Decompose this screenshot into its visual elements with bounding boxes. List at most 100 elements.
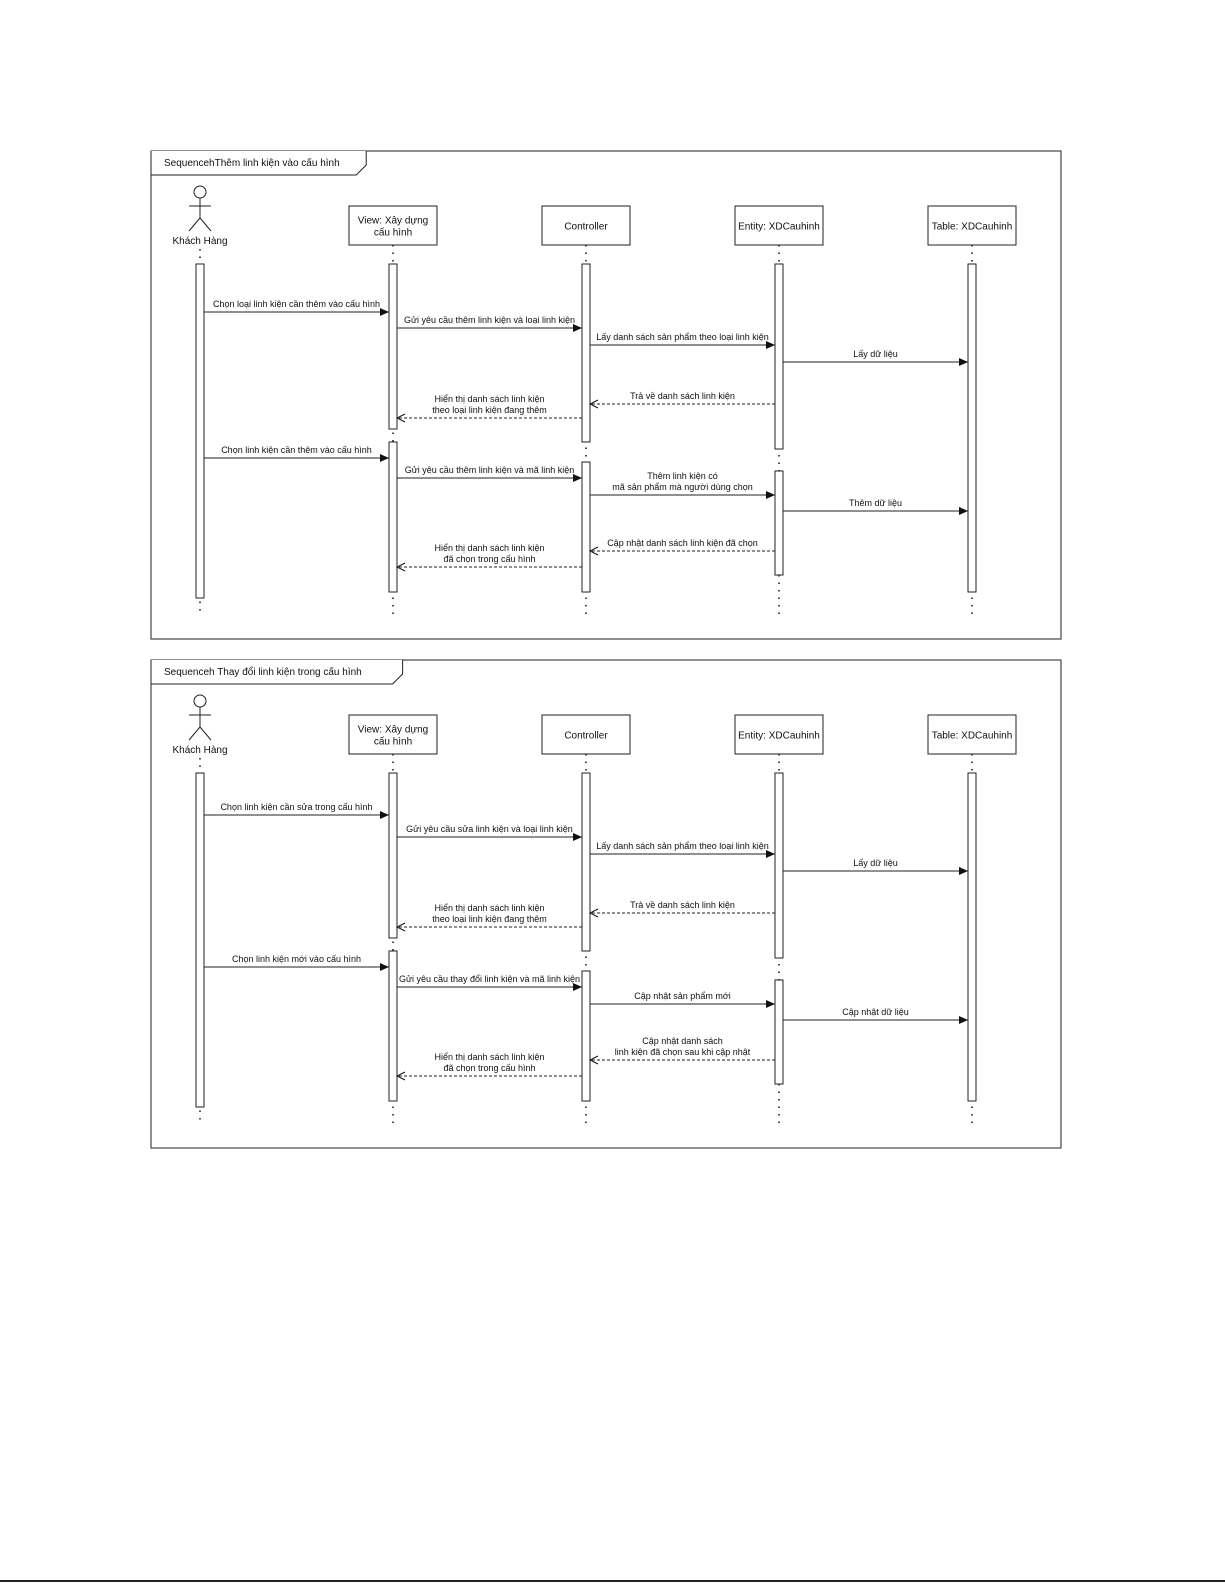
diagram-title: SequencehThêm linh kiện vào cấu hình: [164, 157, 340, 169]
message-label: Gửi yêu cầu thêm linh kiện và mã linh ki…: [405, 465, 575, 475]
message-5: Trả về danh sách linh kiện: [590, 900, 775, 913]
message-label: Trả về danh sách linh kiện: [630, 391, 735, 401]
message-label: Trả về danh sách linh kiện: [630, 900, 735, 910]
message-11: Cập nhật danh sách linh kiện đã chọn: [590, 538, 775, 551]
message-7: Chọn linh kiện mới vào cấu hình: [204, 954, 389, 971]
message-3: Lấy danh sách sản phẩm theo loại linh ki…: [590, 841, 775, 858]
participant-ctrl: Controller: [541, 714, 631, 1125]
message-label: theo loại linh kiện đang thêm: [432, 405, 547, 415]
participant-ctrl: Controller: [541, 205, 631, 616]
message-5: Trả về danh sách linh kiện: [590, 391, 775, 404]
participant-label: Entity: XDCauhinh: [738, 222, 820, 233]
frame-title-tab: [150, 660, 404, 685]
message-8: Gửi yêu cầu thay đổi linh kiện và mã lin…: [397, 974, 582, 991]
diagram-frame: [150, 150, 1062, 640]
message-label: Hiển thị danh sách linh kiện: [434, 1052, 544, 1062]
actor-leg-left: [188, 217, 201, 232]
actor-head: [193, 694, 207, 708]
message-label: đã chọn trong cấu hình: [443, 1063, 535, 1073]
participant-box: [734, 714, 824, 755]
participant-label: Controller: [564, 222, 608, 233]
message-label: Cập nhật sản phẩm mới: [634, 991, 730, 1001]
message-label: Hiển thị danh sách linh kiện: [434, 543, 544, 553]
message-label: Chọn linh kiện mới vào cấu hình: [232, 954, 361, 964]
participant-label: cấu hình: [374, 736, 412, 748]
page-bottom-rule: [0, 1580, 1225, 1582]
message-label: Thêm dữ liệu: [849, 498, 902, 508]
activation-bar: [388, 263, 398, 430]
message-label: Lấy dữ liệu: [853, 349, 898, 359]
message-label: Gửi yêu cầu thay đổi linh kiện và mã lin…: [399, 974, 580, 984]
participant-label: cấu hình: [374, 227, 412, 239]
participant-label: Khách Hàng: [172, 236, 227, 247]
message-label: Lấy dữ liệu: [853, 858, 898, 868]
message-10: Thêm dữ liệu: [783, 498, 968, 515]
participant-box: [927, 205, 1017, 246]
message-label: Gửi yêu cầu sửa linh kiện và loại linh k…: [406, 824, 573, 834]
message-label: đã chọn trong cấu hình: [443, 554, 535, 564]
sequence-diagram-1: SequencehThêm linh kiện vào cấu hìnhKhác…: [150, 150, 1062, 640]
participant-kh: Khách Hàng: [172, 694, 228, 1125]
activation-bar: [774, 979, 784, 1085]
activation-bar: [388, 441, 398, 593]
message-label: mã sản phẩm mà người dùng chọn: [612, 482, 753, 492]
activation-bar: [388, 772, 398, 939]
message-label: Thêm linh kiện có: [647, 471, 718, 481]
participant-box: [348, 205, 438, 246]
message-label: Cập nhật danh sách linh kiện đã chọn: [607, 538, 758, 548]
activation-bar: [774, 772, 784, 959]
message-1: Chọn linh kiện cần sửa trong cấu hình: [204, 802, 389, 819]
message-4: Lấy dữ liệu: [783, 858, 968, 875]
participant-label: View: Xây dựng: [358, 216, 428, 227]
message-3: Lấy danh sách sản phẩm theo loại linh ki…: [590, 332, 775, 349]
frame-title-tab: [150, 151, 367, 176]
participant-kh: Khách Hàng: [172, 185, 228, 616]
message-label: Hiển thị danh sách linh kiện: [434, 394, 544, 404]
actor-leg-right: [199, 726, 212, 741]
activation-bar: [388, 950, 398, 1102]
participant-table: Table: XDCauhinh: [927, 714, 1017, 1125]
message-label: Chọn loại linh kiện cần thêm vào cấu hìn…: [213, 299, 380, 309]
message-9: Cập nhật sản phẩm mới: [590, 991, 775, 1008]
message-label: Cập nhật danh sách: [642, 1036, 723, 1046]
message-label: theo loại linh kiện đang thêm: [432, 914, 547, 924]
participant-table: Table: XDCauhinh: [927, 205, 1017, 616]
participant-label: Controller: [564, 731, 608, 742]
activation-bar: [195, 263, 205, 599]
participant-label: View: Xây dựng: [358, 725, 428, 736]
participant-label: Khách Hàng: [172, 745, 227, 756]
activation-bar: [581, 970, 591, 1102]
message-label: Lấy danh sách sản phẩm theo loại linh ki…: [596, 841, 769, 851]
message-2: Gửi yêu cầu sửa linh kiện và loại linh k…: [397, 824, 582, 841]
message-label: Cập nhật dữ liệu: [842, 1007, 909, 1017]
diagram-title: Sequenceh Thay đổi linh kiện trong cấu h…: [164, 666, 362, 678]
message-4: Lấy dữ liệu: [783, 349, 968, 366]
activation-bar: [774, 470, 784, 576]
participant-entity: Entity: XDCauhinh: [734, 205, 824, 616]
participant-box: [541, 205, 631, 246]
participant-box: [734, 205, 824, 246]
activation-bar: [581, 461, 591, 593]
participant-label: Table: XDCauhinh: [932, 731, 1013, 742]
participant-label: Entity: XDCauhinh: [738, 731, 820, 742]
activation-bar: [967, 263, 977, 593]
message-label: Gửi yêu cầu thêm linh kiện và loại linh …: [404, 315, 575, 325]
activation-bar: [967, 772, 977, 1102]
activation-bar: [581, 263, 591, 443]
activation-bar: [195, 772, 205, 1108]
message-label: Hiển thị danh sách linh kiện: [434, 903, 544, 913]
message-label: Chọn linh kiện cần sửa trong cấu hình: [220, 802, 372, 812]
message-7: Chọn linh kiện cần thêm vào cấu hình: [204, 445, 389, 462]
message-8: Gửi yêu cầu thêm linh kiện và mã linh ki…: [397, 465, 582, 482]
actor-leg-right: [199, 217, 212, 232]
actor-head: [193, 185, 207, 199]
actor-leg-left: [188, 726, 201, 741]
